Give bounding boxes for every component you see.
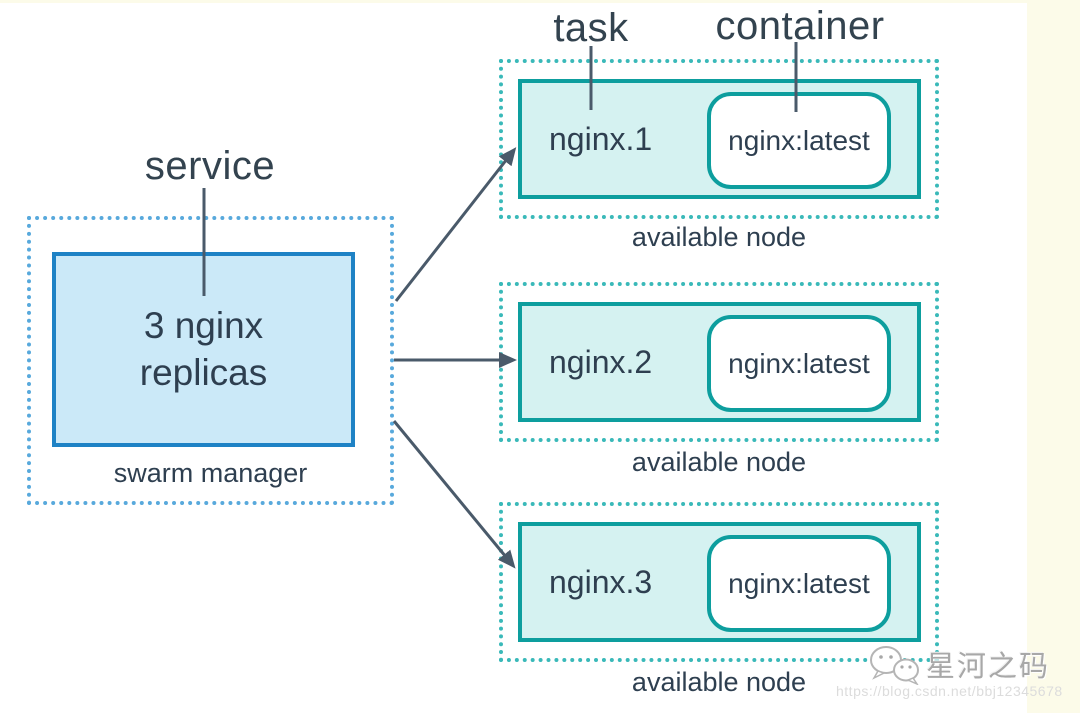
- watermark-name: 星河之码: [926, 651, 1051, 683]
- task-box-3: nginx.3 nginx:latest: [518, 522, 921, 642]
- task-name-1: nginx.1: [549, 120, 653, 157]
- task-name-3: nginx.3: [549, 563, 653, 600]
- service-label: service: [144, 144, 276, 188]
- watermark-url: https://blog.csdn.net/bbj12345678: [836, 683, 1063, 699]
- container-box-2: nginx:latest: [707, 315, 891, 412]
- page-edge-strip-right: [1027, 0, 1080, 713]
- task-name-2: nginx.2: [549, 343, 653, 380]
- service-box: 3 nginx replicas: [52, 252, 355, 447]
- container-image-1: nginx:latest: [728, 124, 870, 156]
- container-image-3: nginx:latest: [728, 567, 870, 599]
- available-node-caption-3: available node: [631, 667, 807, 697]
- arrow-to-node-3: [392, 420, 516, 569]
- available-node-1: nginx.1 nginx:latest: [499, 59, 939, 219]
- watermark: 星河之码: [866, 643, 1050, 685]
- wechat-icon: [870, 646, 919, 685]
- swarm-manager-caption: swarm manager: [113, 458, 308, 488]
- container-box-1: nginx:latest: [707, 92, 891, 189]
- task-box-1: nginx.1 nginx:latest: [518, 79, 921, 199]
- swarm-manager-group: 3 nginx replicas swarm manager: [27, 216, 394, 505]
- available-node-3: nginx.3 nginx:latest: [499, 502, 939, 662]
- task-label: task: [553, 6, 629, 50]
- container-box-3: nginx:latest: [707, 535, 891, 632]
- container-label: container: [715, 4, 885, 48]
- available-node-caption-2: available node: [631, 447, 807, 477]
- available-node-2: nginx.2 nginx:latest: [499, 282, 939, 442]
- service-replicas-text: 3 nginx replicas: [139, 305, 268, 393]
- arrow-to-node-1: [394, 147, 517, 302]
- task-box-2: nginx.2 nginx:latest: [518, 302, 921, 422]
- page-edge-strip-top: [0, 0, 1080, 3]
- container-image-2: nginx:latest: [728, 347, 870, 379]
- available-node-caption-1: available node: [631, 222, 807, 252]
